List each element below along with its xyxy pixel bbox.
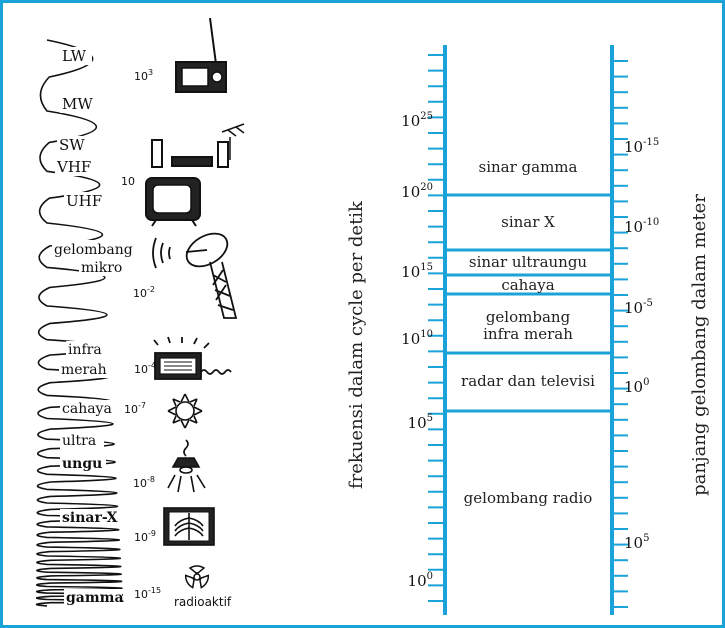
frequency-axis-title: frekuensi dalam cycle per detik	[346, 200, 367, 489]
frequency-ticks	[428, 55, 445, 601]
band-ultraviolet: sinar ultraungu	[469, 253, 588, 271]
label-text: gamma	[66, 590, 124, 606]
label-lw: LW	[60, 47, 92, 65]
label-gelombang: gelombang	[52, 240, 142, 258]
exponent-label: 10-9	[134, 529, 156, 544]
label-text: gelombang	[54, 242, 133, 258]
left-exponents: 103 10 10-2 10-4 10-7 10-8 10-9 10-15	[121, 68, 161, 601]
satellite-dish-icon	[153, 227, 236, 318]
label-ungu: ungu	[60, 455, 106, 472]
freq-tick-label: 1025	[401, 111, 433, 130]
lamp-icon	[168, 440, 205, 492]
wave-tick-label: 10-15	[624, 137, 659, 156]
exponent-label: 10-8	[133, 475, 155, 490]
label-text: SW	[59, 136, 85, 154]
label-infra: infra	[66, 341, 110, 358]
label-ultra: ultra	[60, 432, 104, 449]
label-text: MW	[62, 95, 93, 113]
band-infrared-line2: infra merah	[483, 325, 573, 343]
label-text: infra	[68, 342, 102, 358]
wavelength-axis-title: panjang gelombang dalam meter	[689, 194, 710, 496]
band-visible-light: cahaya	[501, 276, 554, 294]
label-cahaya: cahaya	[60, 400, 120, 417]
exponent-label: 103	[134, 68, 153, 83]
label-text: mikro	[81, 260, 122, 276]
label-text: merah	[61, 362, 107, 378]
exponent-label: 10-4	[134, 361, 156, 376]
freq-tick-label: 1010	[401, 329, 433, 348]
freq-tick-label: 100	[408, 571, 433, 590]
wave-tick-label: 100	[624, 377, 649, 396]
spectrum-scale: sinar gamma sinar X sinar ultraungu caha…	[346, 45, 710, 615]
label-text: LW	[62, 47, 87, 65]
label-vhf: VHF	[55, 158, 95, 176]
radioactive-caption: radioaktif	[174, 595, 232, 609]
label-text: ultra	[62, 433, 96, 449]
xray-icon	[164, 508, 214, 545]
freq-tick-label: 1015	[401, 262, 433, 281]
wave-tick-label: 105	[624, 533, 649, 552]
freq-tick-label: 1020	[401, 182, 433, 201]
exponent-label: 10-2	[133, 285, 155, 300]
label-sw: SW	[57, 136, 89, 154]
label-gamma: gamma	[64, 589, 124, 606]
radiation-icon	[184, 566, 210, 589]
band-radio: gelombang radio	[464, 489, 593, 507]
label-sinar-x: sinar-X	[60, 509, 124, 526]
label-mw: MW	[60, 95, 96, 113]
band-labels: LW MW SW VHF UHF gelombang mikro infra m…	[52, 47, 142, 606]
label-text: VHF	[56, 158, 91, 176]
exponent-label: 10	[121, 175, 135, 188]
left-panel: LW MW SW VHF UHF gelombang mikro infra m…	[37, 18, 244, 609]
sun-icon	[168, 394, 202, 428]
label-uhf: UHF	[64, 192, 104, 210]
label-mikro: mikro	[79, 258, 129, 276]
wave-tick-label: 10-10	[624, 217, 659, 236]
band-radar-tv: radar dan televisi	[461, 372, 595, 390]
band-infrared-line1: gelombang	[486, 308, 571, 326]
television-icon	[146, 178, 200, 226]
label-text: sinar-X	[62, 510, 118, 526]
label-text: ungu	[62, 456, 102, 472]
radio-icon	[176, 18, 226, 92]
band-gamma: sinar gamma	[479, 158, 578, 176]
wave-tick-label: 10-5	[624, 298, 653, 317]
label-text: cahaya	[62, 401, 112, 417]
exponent-label: 10-15	[134, 586, 161, 601]
heater-icon	[154, 337, 231, 379]
spectrum-bands: sinar gamma sinar X sinar ultraungu caha…	[461, 158, 595, 507]
label-text: UHF	[66, 192, 102, 210]
wavelength-tick-labels: 10-15 10-10 10-5 100 105	[624, 137, 659, 552]
band-xray: sinar X	[501, 213, 555, 231]
tv-set-icon	[152, 124, 244, 167]
label-merah: merah	[59, 361, 115, 378]
exponent-label: 10-7	[124, 401, 146, 416]
